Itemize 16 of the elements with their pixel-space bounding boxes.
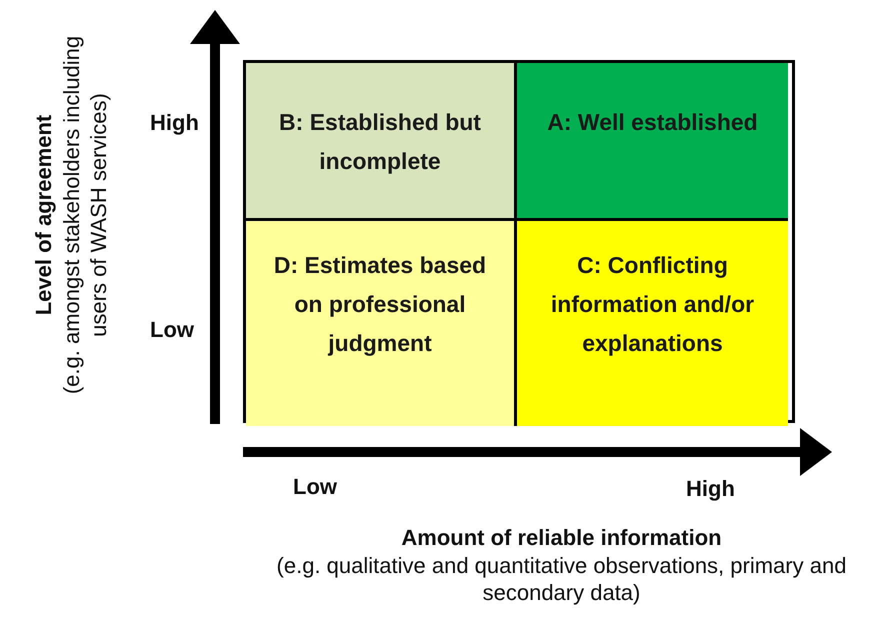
axis-tick-label: Low (150, 317, 194, 343)
quadrant-cell (517, 63, 788, 221)
axis-tick-label: High (686, 476, 735, 502)
axis-tick-label: Low (293, 474, 337, 500)
quadrant-cell (246, 63, 517, 221)
quadrant-label: D: Estimates based on professional judgment (272, 251, 488, 358)
axis-title: Amount of reliable information (401, 524, 722, 552)
quadrant-label: B: Established but incomplete (278, 108, 482, 176)
quadrant-label: A: Well established (547, 108, 758, 137)
quadrant-cell (517, 221, 788, 426)
quadrant-cell (246, 221, 517, 426)
quadrant-label: C: Conflicting information and/or explanations (550, 251, 756, 358)
axis-title: Level of agreement (30, 114, 57, 316)
axis-subtitle: (e.g. amongst stakeholders including users of WASH services) (58, 34, 112, 396)
axis-tick-label: High (150, 110, 199, 136)
axis-subtitle: (e.g. qualitative and quantitative observations, primary and secondary data) (276, 552, 848, 606)
